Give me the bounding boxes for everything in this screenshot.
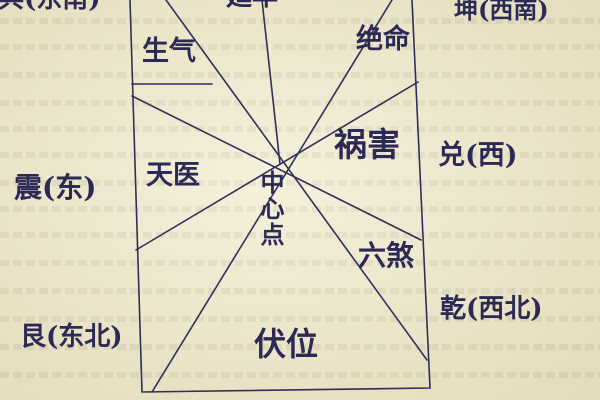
label-jue-ming: 绝命 [356,24,410,55]
label-top-right-corner: 坤(西南) [454,0,549,24]
label-gen-northeast: 艮(东北) [20,322,123,352]
label-liu-sha: 六煞 [358,239,415,272]
diagonal-line [165,0,428,361]
label-zhong-xin-dian: 中心点 [256,170,285,248]
outer-rectangle [129,0,431,393]
label-fu-wei: 伏位 [254,325,319,363]
label-sheng-qi: 生气 [142,36,196,67]
label-dui-west: 兑(西) [438,140,518,171]
fan-line [135,81,419,251]
label-zhen-east: 震(东) [14,171,97,204]
label-top-center: 延年 [226,0,278,10]
fan-line [131,95,422,241]
fan-line [261,0,281,165]
label-tian-yi: 天医 [146,160,200,191]
label-top-left-corner: 兵(东南) [0,0,101,12]
diagonal-line [151,0,393,393]
label-qian-northwest: 乾(西北) [440,294,543,324]
label-huo-hai: 祸害 [334,125,400,164]
